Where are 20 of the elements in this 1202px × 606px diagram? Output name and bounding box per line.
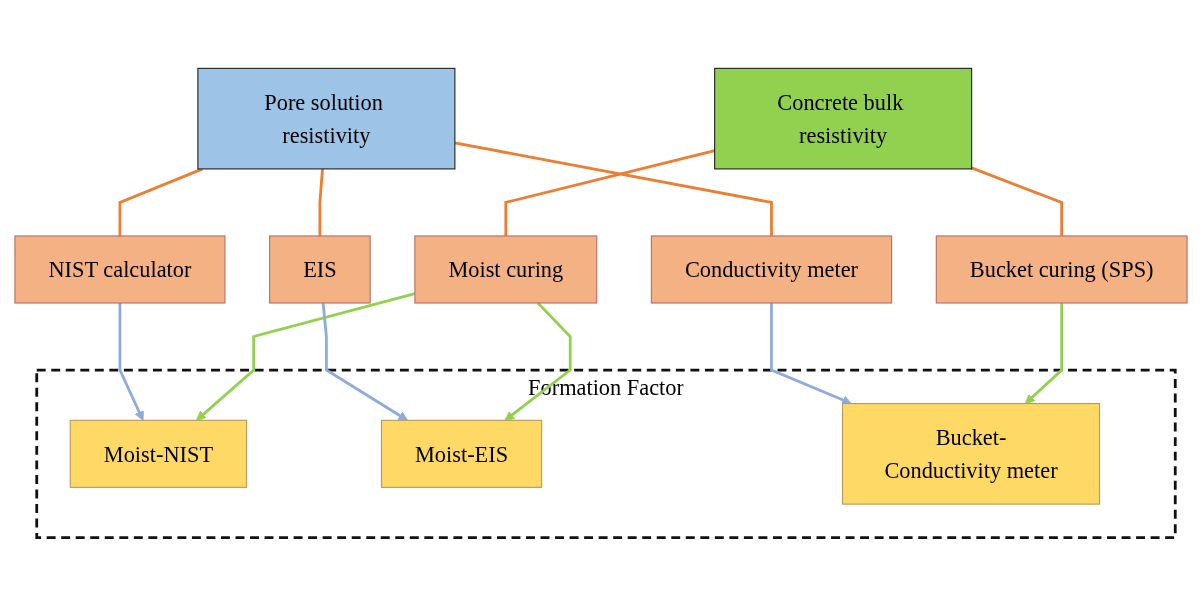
node-box: Bucket-Conductivity meter [841, 403, 1101, 505]
node-box: NIST calculator [14, 235, 226, 304]
node-box: Bucket curing (SPS) [935, 235, 1188, 304]
node-box: Moist-NIST [69, 419, 248, 488]
arrow [1024, 303, 1064, 404]
connector [318, 168, 324, 236]
arrow [118, 303, 144, 421]
arrow [770, 303, 852, 405]
node-box: EIS [269, 235, 371, 304]
connector [118, 167, 204, 236]
node-box: Conductivity meter [650, 235, 893, 304]
node-box: Concrete bulk resistivity [714, 67, 973, 170]
connector [971, 166, 1064, 236]
node-box: Moist-EIS [380, 419, 543, 488]
node-box: Moist curing [414, 235, 598, 304]
arrow [321, 302, 408, 421]
connector [504, 149, 715, 236]
node-box: Pore solution resistivity [197, 67, 456, 170]
arrow [504, 302, 572, 421]
connector [454, 141, 773, 236]
